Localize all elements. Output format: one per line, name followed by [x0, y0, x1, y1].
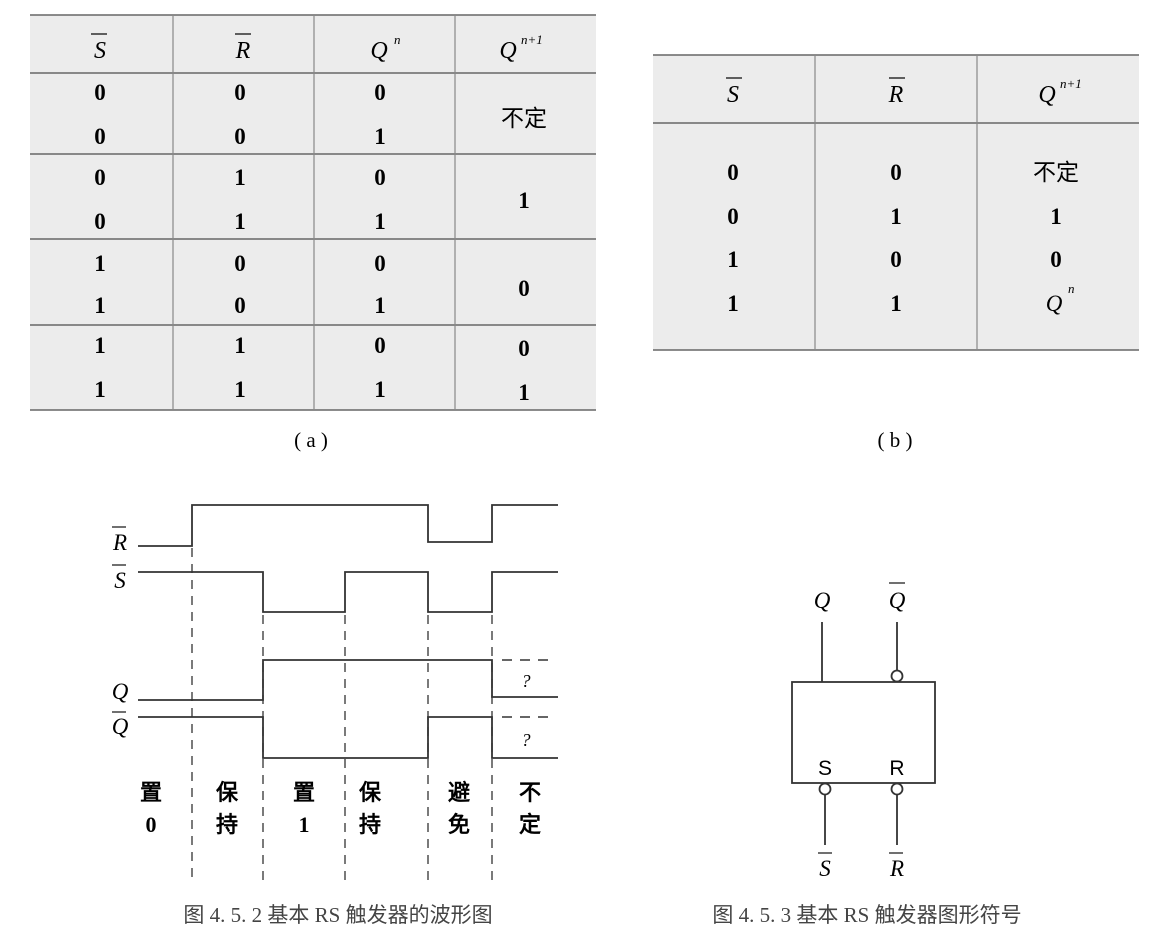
phase-1-line2: 0	[146, 812, 157, 837]
table-a-cell: 0	[374, 333, 386, 358]
table-a-cell: 1	[94, 293, 106, 318]
table-a-cell: 0	[234, 251, 246, 276]
table-a-next-state-3: 0	[518, 276, 530, 301]
table-a-label: ( a )	[294, 428, 328, 452]
wave-qbar	[138, 716, 558, 759]
phase-2-line1: 保	[215, 781, 239, 806]
phase-1-line1: 置	[140, 781, 162, 806]
table-b-cell: 0	[1050, 247, 1062, 272]
waveform-caption: 图 4. 5. 2 基本 RS 触发器的波形图	[183, 903, 492, 927]
table-b-cell: 1	[890, 291, 902, 316]
wave-rbar	[138, 504, 558, 547]
table-a-cell: 1	[94, 333, 106, 358]
table-a-header-s: S	[94, 38, 106, 64]
phase-3-line2: 1	[299, 812, 310, 837]
wave-sbar	[138, 571, 558, 613]
rs-flipflop-symbol: Q Q S R S R	[791, 582, 936, 881]
table-a-next-state-5: 1	[518, 380, 530, 405]
wave-label-q: Q	[112, 679, 129, 704]
phase-2-line2: 持	[216, 813, 238, 838]
table-b-cell: 1	[727, 247, 739, 272]
table-b-header-qn-sup: n+1	[1060, 76, 1082, 91]
table-a-cell: 0	[234, 80, 246, 105]
truth-table-a: S R Q n Q n+1 0 0 0 0 0 1 0 1 0 0 1 1 1 0 0 1 0 1 1 1 0 1 1 1 不…	[30, 14, 596, 411]
table-a-header-qn: Q	[499, 38, 516, 64]
table-a-next-state-1: 不定	[501, 106, 547, 131]
symbol-output-qbar: Q	[889, 588, 906, 613]
table-b-qn-sup: n	[1068, 281, 1075, 296]
table-b-cell: 0	[890, 247, 902, 272]
table-b-cell: Q	[1046, 291, 1063, 316]
table-a-cell: 1	[94, 251, 106, 276]
table-a-cell: 0	[94, 124, 106, 149]
table-a-cell: 1	[234, 377, 246, 402]
table-a-cell: 0	[234, 293, 246, 318]
table-b-cell: 1	[1050, 204, 1062, 229]
phase-4-line2: 持	[359, 813, 381, 838]
table-a-header-r: R	[235, 38, 251, 64]
wave-label-sbar: S	[114, 568, 126, 593]
symbol-input-sbar: S	[819, 856, 831, 881]
wave-label-rbar: R	[112, 530, 127, 555]
table-b-label: ( b )	[878, 428, 913, 452]
table-a-cell: 0	[374, 80, 386, 105]
symbol-input-r-label: R	[889, 757, 904, 780]
symbol-input-rbar: R	[889, 856, 904, 881]
phase-4-line1: 保	[358, 781, 382, 806]
symbol-caption: 图 4. 5. 3 基本 RS 触发器图形符号	[712, 903, 1021, 927]
table-b-cell: 不定	[1033, 160, 1079, 185]
wave-unknown-qbar: ?	[522, 730, 531, 750]
table-b-cell: 0	[727, 204, 739, 229]
phase-5-line1: 避	[448, 780, 470, 806]
waveform-diagram: R S Q Q ? ? 置 0 保	[112, 504, 558, 880]
table-a-cell: 1	[234, 209, 246, 234]
table-b-header-r: R	[888, 82, 904, 108]
table-b-cell: 1	[727, 291, 739, 316]
table-b-cell: 0	[727, 160, 739, 185]
table-a-cell: 0	[374, 251, 386, 276]
phase-5-line2: 免	[448, 812, 470, 838]
table-a-header-q: Q	[370, 38, 387, 64]
wave-label-qbar: Q	[112, 714, 129, 739]
table-a-header-qn-sup: n+1	[521, 32, 543, 47]
table-a-header-q-sup: n	[394, 32, 401, 47]
table-a-next-state-2: 1	[518, 188, 530, 213]
symbol-box	[791, 681, 936, 784]
phase-3-line1: 置	[293, 781, 315, 806]
wave-unknown-q: ?	[522, 671, 531, 691]
table-a-cell: 1	[234, 165, 246, 190]
table-b-background	[653, 55, 1139, 350]
table-a-next-state-4: 0	[518, 336, 530, 361]
table-a-cell: 1	[374, 293, 386, 318]
table-a-cell: 1	[374, 209, 386, 234]
table-b-header-qn: Q	[1038, 82, 1055, 108]
symbol-input-s-label: S	[818, 757, 832, 780]
table-a-cell: 0	[94, 165, 106, 190]
symbol-output-q: Q	[814, 588, 831, 613]
wave-q	[138, 659, 558, 701]
table-a-cell: 0	[94, 80, 106, 105]
table-a-cell: 0	[374, 165, 386, 190]
table-a-cell: 0	[94, 209, 106, 234]
phase-6-line1: 不	[519, 781, 541, 806]
table-b-header-s: S	[727, 82, 739, 108]
table-a-cell: 1	[374, 377, 386, 402]
phase-6-line2: 定	[519, 812, 541, 838]
table-b-cell: 1	[890, 204, 902, 229]
table-a-cell: 1	[374, 124, 386, 149]
table-a-background	[30, 15, 596, 410]
table-b-cell: 0	[890, 160, 902, 185]
table-a-cell: 1	[94, 377, 106, 402]
table-a-cell: 0	[234, 124, 246, 149]
table-a-cell: 1	[234, 333, 246, 358]
